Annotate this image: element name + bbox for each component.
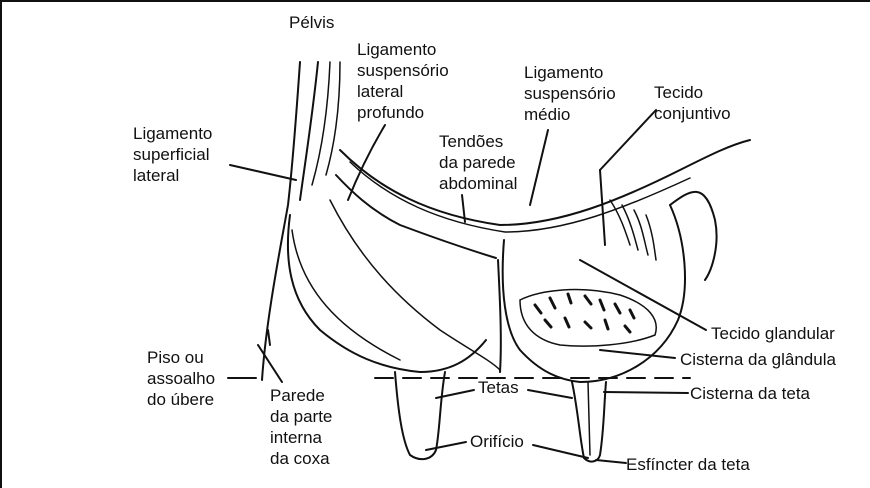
left-teat [395,372,445,459]
label-teats: Tetas [478,377,519,398]
label-glandular-tissue: Tecido glandular [711,323,835,344]
label-pelvis: Pélvis [289,12,334,33]
label-superficial-lateral-ligament: Ligamento superficial lateral [133,123,212,186]
label-udder-floor: Piso ou assoalho do úbere [147,347,215,410]
label-inner-thigh-wall: Parede da parte interna da coxa [270,385,332,469]
label-abdominal-wall-tendons: Tendões da parede abdominal [439,131,517,194]
label-connective-tissue: Tecido conjuntivo [654,82,731,124]
abdominal-wall [340,140,750,225]
left-quarter-outline [288,215,486,372]
label-teat-cistern: Cisterna da teta [690,383,810,404]
label-orifice: Orifício [470,431,524,452]
label-teat-sphincter: Esfíncter da teta [626,454,750,475]
label-median-suspensory-ligament: Ligamento suspensório médio [524,62,616,125]
label-gland-cistern: Cisterna da glândula [680,349,868,370]
label-deep-lateral-suspensory-ligament: Ligamento suspensório lateral profundo [357,39,449,123]
